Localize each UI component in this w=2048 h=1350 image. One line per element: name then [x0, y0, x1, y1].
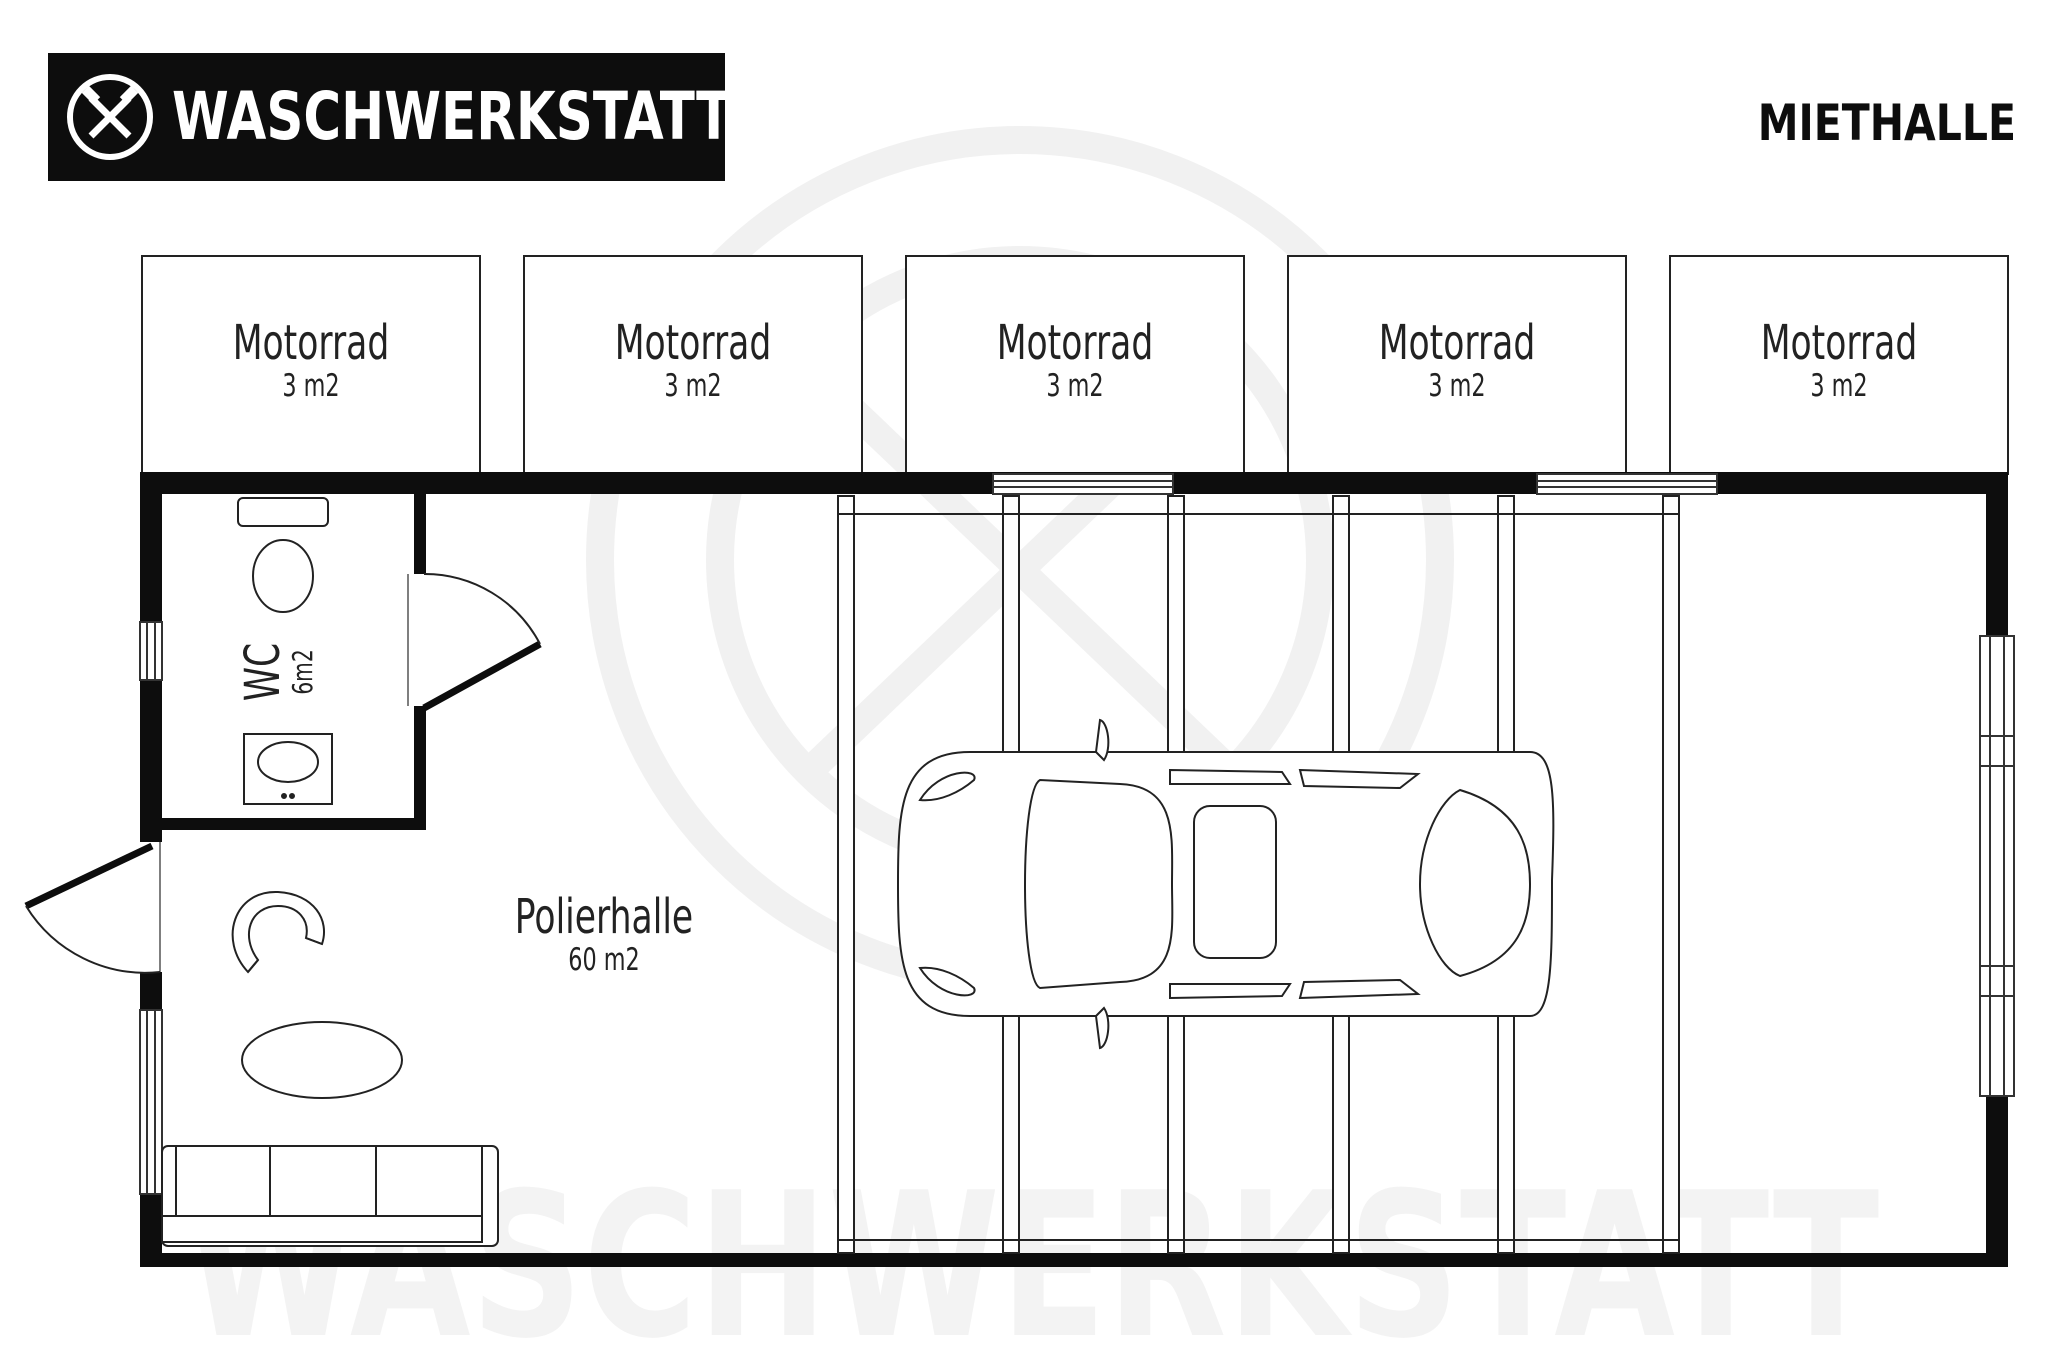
window [139, 621, 163, 681]
page-title: MIETHALLE [1757, 94, 2016, 152]
entrance-door [24, 842, 164, 974]
window [992, 473, 1174, 495]
crossed-wrench-hammer-icon [67, 74, 153, 160]
wc-walls [140, 494, 426, 830]
windows [139, 473, 2015, 1195]
motorcycle-bay [523, 255, 863, 475]
armchair-icon [231, 890, 325, 974]
window [1979, 635, 2015, 1097]
sink-icon [243, 733, 333, 805]
sofa-icon [161, 1145, 499, 1247]
motorcycle-bay-label: Motorrad 3 m2 [1760, 315, 1918, 404]
motorcycle-bay [1287, 255, 1627, 475]
main-hall-label: Polierhalle 60 m2 [514, 889, 694, 978]
motorcycle-bays [141, 255, 2009, 475]
motorcycle-bay [1669, 255, 2009, 475]
logo-text: WASCHWERKSTATT [172, 78, 732, 155]
car-icon [896, 718, 1555, 1050]
logo-banner [48, 53, 725, 181]
motorcycle-bay-label: Motorrad 3 m2 [614, 315, 772, 404]
motorcycle-bay [905, 255, 1245, 475]
motorcycle-bay-label: Motorrad 3 m2 [232, 315, 390, 404]
window [139, 1009, 163, 1195]
wc-label: WC 6m2 [235, 642, 319, 702]
window [1536, 473, 1718, 495]
oval-table-icon [241, 1021, 403, 1099]
motorcycle-bay [141, 255, 481, 475]
motorcycle-bay-label: Motorrad 3 m2 [996, 315, 1154, 404]
toilet-icon [237, 497, 329, 613]
motorcycle-bay-label: Motorrad 3 m2 [1378, 315, 1536, 404]
wc-door [407, 572, 542, 712]
